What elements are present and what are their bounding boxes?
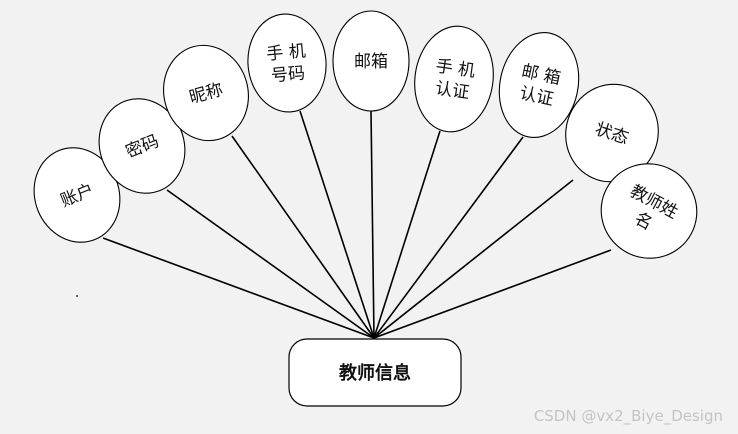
entity-box <box>288 338 462 407</box>
connector-nickname <box>231 135 375 339</box>
attribute-label-phone: 号码 <box>270 64 306 87</box>
entity-label: 教师信息 <box>339 362 411 384</box>
connector-password <box>166 189 375 339</box>
attribute-ellipse-phone-verify <box>414 25 494 133</box>
connector-email-verify <box>373 136 524 339</box>
attribute-node-phone-verify: 手 机认证 <box>414 25 494 133</box>
connector-account <box>102 237 375 339</box>
attribute-node-nickname: 昵称 <box>163 44 249 142</box>
stray-dot <box>76 295 78 297</box>
watermark: CSDN @vx2_Biye_Design <box>534 407 723 426</box>
connectors <box>102 110 612 339</box>
attribute-node-email-verify: 邮 箱认证 <box>498 31 580 139</box>
attribute-node-password: 密码 <box>98 98 186 194</box>
attribute-node-phone: 手 机号码 <box>247 13 327 113</box>
connector-phone-verify <box>373 130 441 339</box>
connector-teacher-name <box>373 249 612 339</box>
attribute-ellipse-email-verify <box>498 31 580 139</box>
attribute-node-status: 状态 <box>565 83 659 183</box>
connector-phone <box>299 110 375 339</box>
attribute-nodes: 账户密码昵称手 机号码邮箱手 机认证邮 箱认证状态教师姓名 <box>33 10 698 259</box>
attribute-ellipse-password <box>98 98 186 194</box>
attribute-label-email: 邮箱 <box>354 52 388 72</box>
attribute-label-phone-verify: 认证 <box>434 79 470 104</box>
attribute-label-phone: 手 机 <box>266 41 307 64</box>
attribute-ellipse-teacher-name <box>600 163 698 259</box>
connector-email <box>370 110 375 339</box>
attribute-ellipse-status <box>565 83 659 183</box>
attribute-ellipse-phone <box>247 13 327 113</box>
entity-node: 教师信息 <box>288 338 462 407</box>
connector-status <box>373 179 574 339</box>
attribute-ellipse-nickname <box>163 44 249 142</box>
attribute-ellipse-email <box>332 10 410 112</box>
attribute-node-email: 邮箱 <box>332 10 410 112</box>
